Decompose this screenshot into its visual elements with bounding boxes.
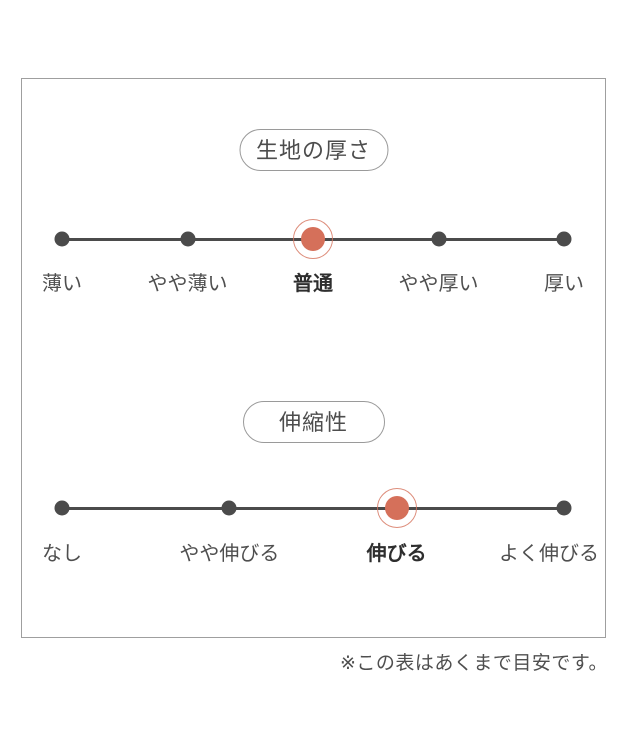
scale-title-label: 伸縮性	[278, 410, 348, 435]
stretch-scale-track	[54, 488, 572, 528]
scale-label: 厚い	[544, 273, 584, 295]
selected-dot	[293, 219, 333, 259]
scale-label: 薄い	[42, 273, 82, 295]
scale-dot	[180, 231, 195, 247]
thickness-scale-track	[54, 219, 572, 259]
selected-dot	[376, 488, 417, 528]
scale-dot	[556, 231, 572, 247]
scale-dot	[54, 500, 70, 516]
scale-label-selected: 普通	[293, 273, 333, 295]
chart-frame: 生地の厚さ 薄い やや薄い 普通 やや厚い 厚い 伸縮性 なし や	[21, 78, 606, 638]
scale-dot	[54, 231, 70, 247]
stretch-scale-labels: なし やや伸びる 伸びる よく伸びる	[42, 537, 599, 565]
scale-dot	[556, 500, 572, 516]
scale-title-stretch: 伸縮性	[242, 401, 385, 443]
scale-label-selected: 伸びる	[366, 543, 427, 565]
scale-title-label: 生地の厚さ	[255, 138, 372, 163]
disclaimer-note: ※この表はあくまで目安です。	[339, 653, 608, 674]
scale-dot	[431, 231, 446, 247]
scale-dot	[221, 500, 237, 516]
scale-label: やや薄い	[147, 273, 228, 295]
scale-title-thickness: 生地の厚さ	[238, 129, 389, 171]
scale-label: やや伸びる	[179, 543, 280, 565]
scale-label: やや厚い	[398, 273, 479, 295]
scale-label: なし	[42, 543, 82, 565]
scale-label: よく伸びる	[499, 543, 599, 565]
thickness-scale-labels: 薄い やや薄い 普通 やや厚い 厚い	[42, 267, 584, 295]
